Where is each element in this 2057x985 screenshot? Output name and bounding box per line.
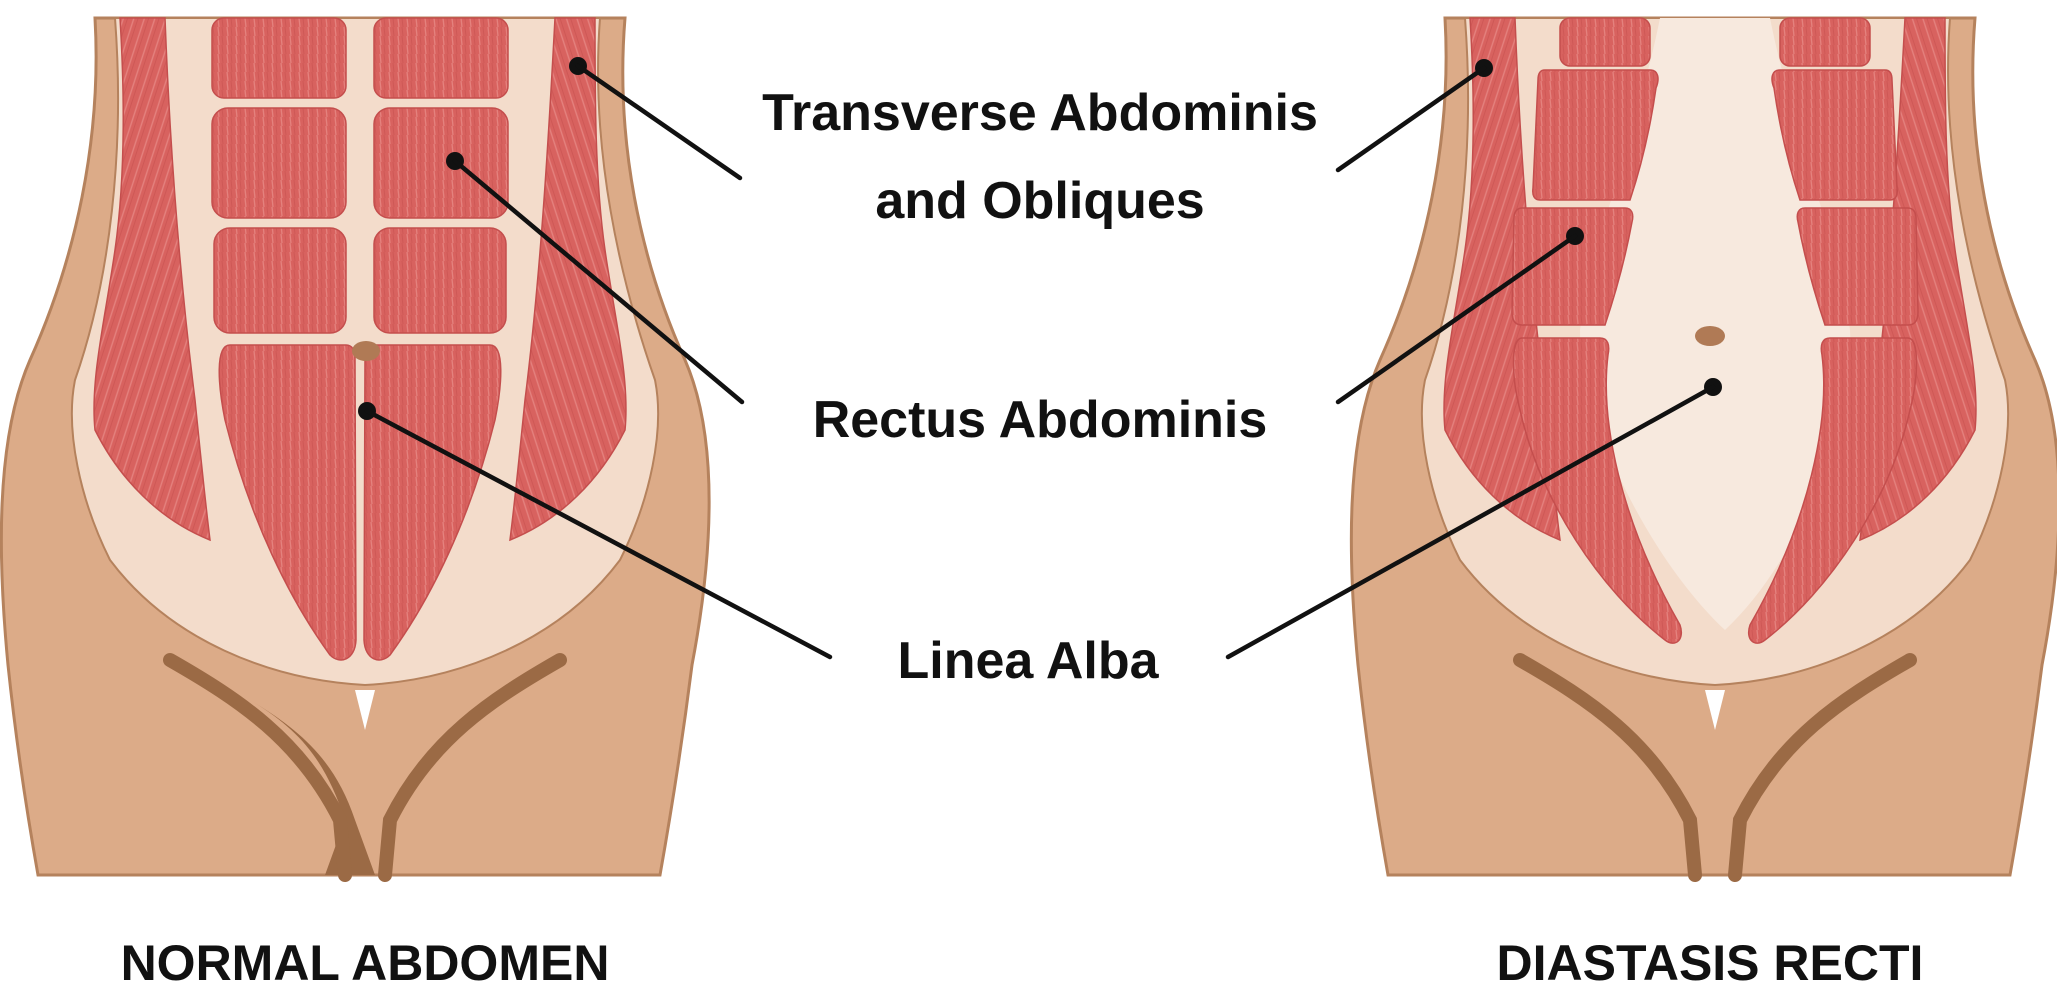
normal-navel <box>352 341 380 361</box>
label-transverse-abdominis: Transverse Abdominis <box>762 84 1318 142</box>
diastasis-navel <box>1695 326 1725 346</box>
caption-diastasis-recti: DIASTASIS RECTI <box>1497 935 1924 985</box>
normal-rectus-left-2 <box>212 108 346 218</box>
normal-rectus-right-1 <box>374 18 508 98</box>
anatomy-labels: Transverse Abdominis and Obliques Rectus… <box>762 84 1318 690</box>
normal-abdomen-figure <box>1 18 709 875</box>
normal-rectus-right-2 <box>374 108 508 218</box>
figure-captions: NORMAL ABDOMEN DIASTASIS RECTI <box>121 935 1924 985</box>
diastasis-rectus-right-1 <box>1780 18 1870 66</box>
caption-normal-abdomen: NORMAL ABDOMEN <box>121 935 610 985</box>
diastasis-rectus-left-1 <box>1560 18 1650 66</box>
normal-rectus-right-3 <box>374 228 506 333</box>
normal-rectus-left-1 <box>212 18 346 98</box>
label-linea-alba: Linea Alba <box>897 632 1159 690</box>
label-rectus-abdominis: Rectus Abdominis <box>813 391 1268 449</box>
normal-rectus-left-3 <box>214 228 346 333</box>
label-and-obliques: and Obliques <box>875 172 1204 230</box>
diastasis-recti-figure <box>1351 18 2057 875</box>
